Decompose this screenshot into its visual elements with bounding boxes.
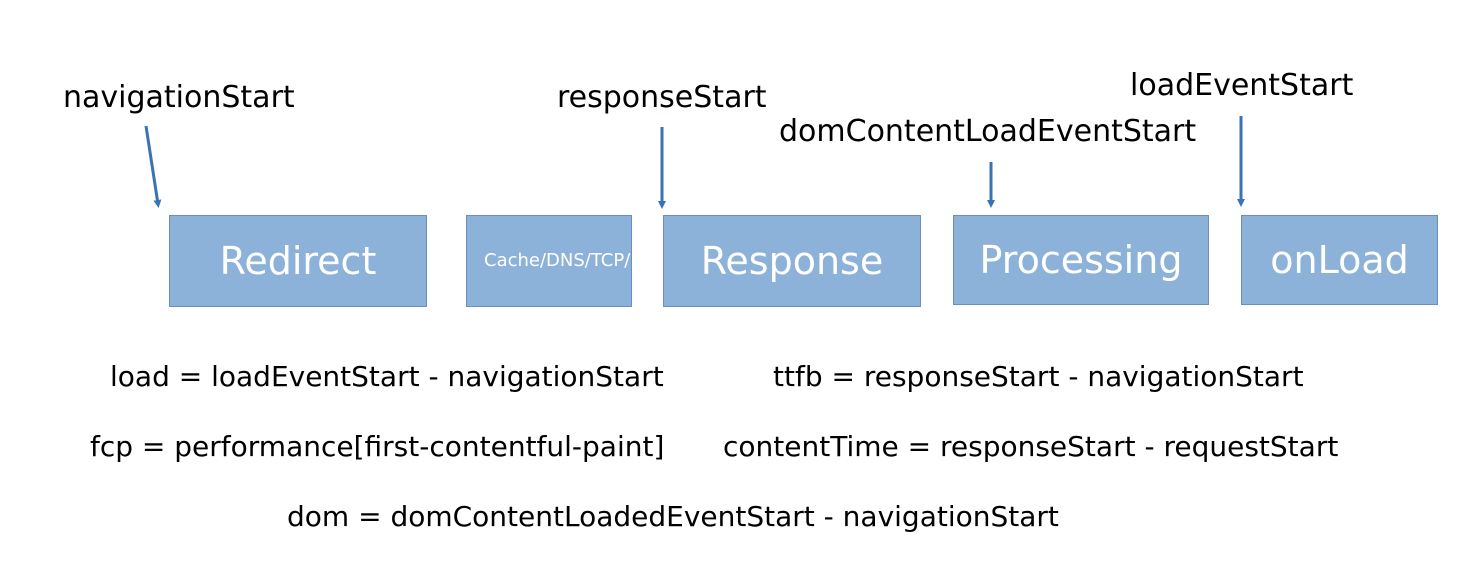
stage-onload-label: onLoad <box>1270 238 1409 282</box>
stage-redirect-label: Redirect <box>219 239 377 283</box>
stage-cache-dns-tcp-request: Cache/DNS/TCP/Request <box>466 215 704 307</box>
formula-load: load = loadEventStart - navigationStart <box>110 360 664 393</box>
formula-fcp: fcp = performance[first-contentful-paint… <box>90 430 665 463</box>
stage-redirect: Redirect <box>169 215 427 307</box>
arrow-navigation-start <box>144 125 162 208</box>
stage-onload: onLoad <box>1241 215 1438 305</box>
marker-dom-content-load-event-start: domContentLoadEventStart <box>779 114 1197 149</box>
stage-response-label: Response <box>700 239 884 283</box>
marker-load-event-start: loadEventStart <box>1130 68 1354 103</box>
stage-processing: Processing <box>953 215 1209 305</box>
stage-cache-dns-tcp-request-label: Cache/DNS/TCP/Request <box>484 249 704 271</box>
stage-processing-label: Processing <box>979 238 1183 282</box>
formula-ttfb: ttfb = responseStart - navigationStart <box>773 360 1304 393</box>
formula-dom: dom = domContentLoadedEventStart - navig… <box>287 500 1059 533</box>
formula-content-time: contentTime = responseStart - requestSta… <box>723 430 1339 463</box>
marker-navigation-start: navigationStart <box>63 80 295 115</box>
stage-response: Response <box>663 215 921 307</box>
marker-response-start: responseStart <box>557 80 767 115</box>
